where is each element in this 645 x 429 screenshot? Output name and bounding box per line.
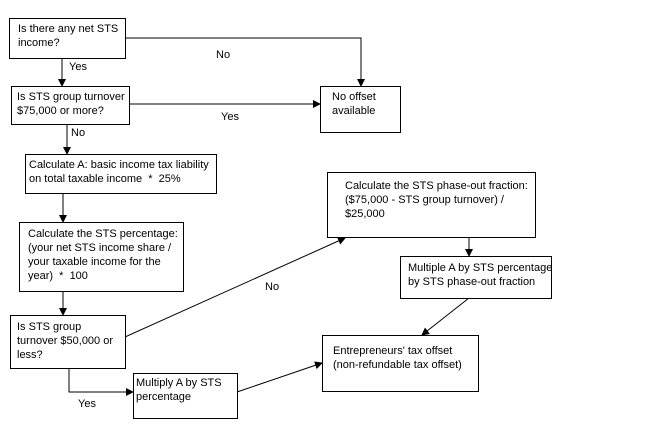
node-text: No offset available <box>332 91 376 117</box>
node-multiply-a-percentage: Multiply A by STS percentage <box>133 373 238 419</box>
node-text: Is STS group turnover $75,000 or more? <box>17 91 125 117</box>
node-calc-phaseout-fraction: Calculate the STS phase-out fraction: ($… <box>327 172 536 238</box>
edge-label-q2-yes: Yes <box>221 111 239 123</box>
edge-label-q3-no: No <box>265 281 280 293</box>
node-entrepreneurs-tax-offset: Entrepreneurs' tax offset (non-refundabl… <box>322 335 479 392</box>
edge-q3-no <box>124 237 346 338</box>
node-text: Calculate the STS percentage: (your net … <box>28 228 178 282</box>
edge-label-q3-yes: Yes <box>78 398 96 410</box>
node-text: Calculate A: basic income tax liability … <box>29 159 209 185</box>
node-text: Calculate the STS phase-out fraction: ($… <box>345 180 528 220</box>
edge-multiple-to-offset <box>421 297 470 336</box>
node-text: Is there any net STS income? <box>18 23 119 49</box>
node-text: Multiple A by STS percentage by STS phas… <box>408 262 553 288</box>
node-text: Is STS group turnover $50,000 or less? <box>17 321 114 361</box>
node-calc-a: Calculate A: basic income tax liability … <box>25 154 217 194</box>
edge-q1-no <box>125 37 365 87</box>
edge-label-q1-no: No <box>216 49 231 61</box>
node-text: Multiply A by STS percentage <box>136 377 222 403</box>
edge-label-q1-yes: Yes <box>69 61 87 73</box>
node-turnover-50k: Is STS group turnover $50,000 or less? <box>10 315 126 369</box>
node-calc-sts-percentage: Calculate the STS percentage: (your net … <box>19 222 184 292</box>
node-multiple-a-phaseout: Multiple A by STS percentage by STS phas… <box>400 256 552 299</box>
edge-q3-yes <box>68 368 134 396</box>
node-no-offset: No offset available <box>320 86 401 133</box>
edge-label-q2-no: No <box>71 127 86 139</box>
node-text: Entrepreneurs' tax offset (non-refundabl… <box>333 345 462 371</box>
node-turnover-75k: Is STS group turnover $75,000 or more? <box>11 86 130 125</box>
edge-multiply-to-offset <box>236 361 323 393</box>
node-net-sts-income: Is there any net STS income? <box>9 18 126 59</box>
